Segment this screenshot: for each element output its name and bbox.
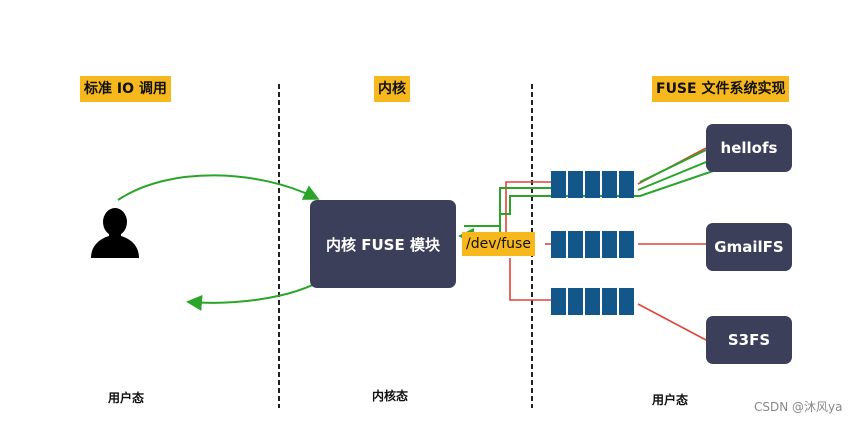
queue-slot: [619, 231, 634, 258]
header-standard-io: 标准 IO 调用: [80, 76, 171, 102]
request-queue: [551, 231, 634, 258]
kernel-fuse-module: 内核 FUSE 模块: [310, 200, 456, 288]
queue-slot: [568, 288, 583, 315]
fs-gmailfs: GmailFS: [706, 223, 792, 271]
watermark: CSDN @沐风ya: [754, 400, 843, 414]
queue-slot: [551, 288, 566, 315]
queue-slot: [619, 171, 634, 198]
header-kernel: 内核: [374, 76, 410, 102]
green-reply-2: [639, 149, 707, 183]
queue-slot: [585, 231, 600, 258]
green-reply-3: [464, 187, 551, 227]
queue-slot: [551, 171, 566, 198]
red-line-queue3: [509, 258, 551, 301]
arrow-user-to-kernel: [117, 174, 320, 201]
queue-slot: [551, 231, 566, 258]
footer-user-space-right: 用户态: [652, 393, 689, 407]
red-line-s3fs: [637, 303, 707, 341]
fs-s3fs: S3FS: [706, 316, 792, 364]
request-queue: [551, 288, 634, 315]
red-line-queue1: [505, 181, 551, 238]
queue-slot: [568, 231, 583, 258]
queue-slot: [585, 288, 600, 315]
queue-slot: [585, 171, 600, 198]
request-queue: [551, 171, 634, 198]
user-silhouette-icon: [91, 208, 139, 258]
queue-slot: [602, 171, 617, 198]
fs-hellofs: hellofs: [706, 124, 792, 172]
dev-fuse-label: /dev/fuse: [462, 232, 535, 256]
queue-slot: [602, 231, 617, 258]
queue-slot: [568, 171, 583, 198]
queue-slot: [619, 288, 634, 315]
queue-slot: [602, 288, 617, 315]
footer-user-space-left: 用户态: [108, 391, 145, 405]
footer-kernel-space: 内核态: [372, 389, 409, 403]
arrow-kernel-to-user: [186, 277, 327, 311]
header-fuse-impl: FUSE 文件系统实现: [652, 76, 790, 102]
